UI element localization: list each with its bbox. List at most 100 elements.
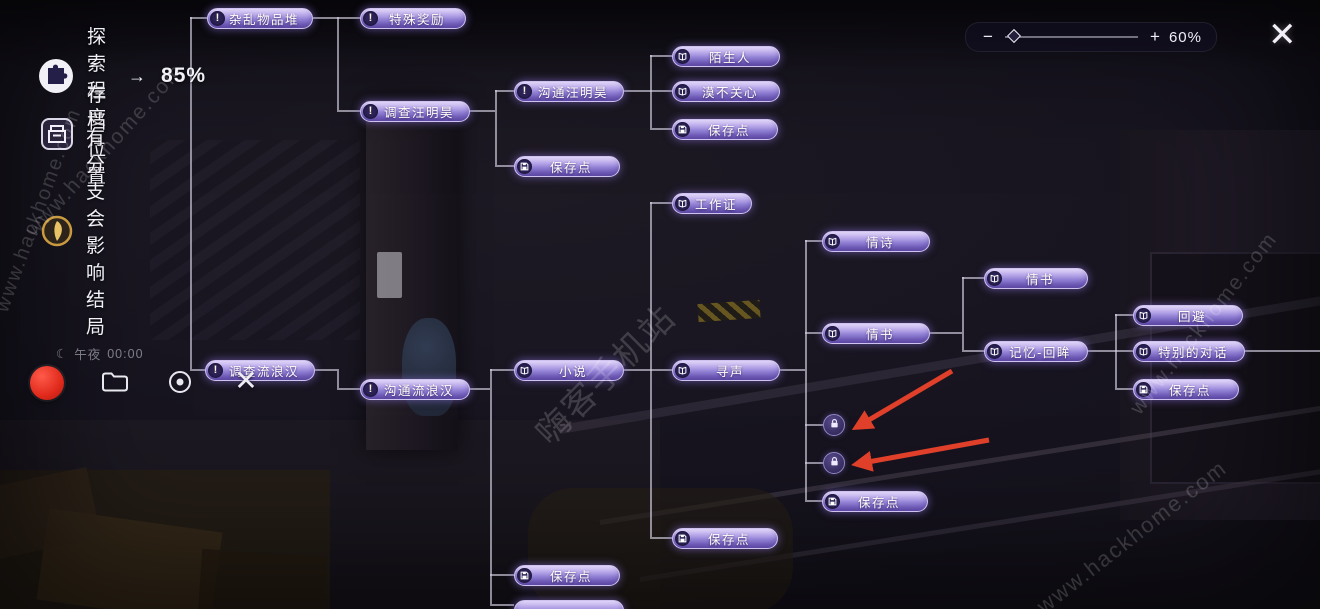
tree-node-label: 小说 — [558, 365, 587, 379]
tree-connector — [490, 369, 492, 605]
tree-connector — [650, 202, 672, 204]
tree-node[interactable]: 保存点 — [822, 491, 928, 512]
tree-node-label: 特别的对话 — [1157, 346, 1228, 360]
dialogue-icon — [675, 84, 690, 99]
tree-connector — [650, 128, 672, 130]
record-button[interactable] — [30, 366, 64, 400]
tree-node[interactable]: 漠不关心 — [672, 81, 780, 102]
tree-node-label: 特殊奖励 — [388, 13, 445, 27]
tree-connector — [495, 90, 514, 92]
dialogue-icon — [987, 271, 1002, 286]
tree-connector — [805, 462, 823, 464]
stop-recording-button[interactable]: ✕ — [234, 365, 258, 396]
lock-node[interactable] — [823, 414, 845, 436]
tree-connector — [1088, 350, 1115, 352]
tree-node[interactable]: !调查汪明昊 — [360, 101, 470, 122]
tree-connector — [190, 17, 207, 19]
save-icon — [1136, 382, 1151, 397]
lock-icon — [829, 454, 840, 472]
tree-node[interactable]: 保存点 — [514, 565, 620, 586]
bg-pillar-sign — [377, 252, 402, 298]
tree-node-label: 情书 — [865, 328, 894, 342]
tree-node[interactable]: 保存点 — [672, 119, 778, 140]
tree-connector — [1115, 388, 1133, 390]
tree-node[interactable]: 保存点 — [1133, 379, 1239, 400]
tree-node[interactable]: 记忆-回眸 — [984, 341, 1088, 362]
tree-connector — [930, 332, 962, 334]
tree-node-label: 保存点 — [1168, 384, 1211, 398]
puzzle-icon — [38, 58, 74, 94]
zoom-slider-handle[interactable] — [1006, 28, 1022, 44]
tree-connector — [805, 332, 822, 334]
branch-ending-icon — [41, 215, 73, 247]
exploration-value: 85% — [161, 64, 207, 87]
save-location-label: 存档位置 — [87, 85, 110, 187]
tree-node[interactable]: 小说 — [514, 360, 624, 381]
save-icon — [825, 494, 840, 509]
tree-node[interactable]: !沟通流浪汉 — [360, 379, 470, 400]
tree-node[interactable]: !特殊奖励 — [360, 8, 466, 29]
exclamation-icon: ! — [210, 11, 225, 26]
tree-connector — [470, 110, 495, 112]
tree-connector — [313, 17, 360, 19]
folder-button[interactable] — [100, 369, 130, 395]
lock-node[interactable] — [823, 452, 845, 474]
zoom-in-button[interactable]: + — [1150, 27, 1160, 46]
tree-node-label: 杂乱物品堆 — [228, 13, 299, 27]
tree-connector — [495, 90, 497, 166]
tree-node[interactable]: 保存点 — [514, 156, 620, 177]
tree-connector — [650, 369, 672, 371]
tree-node[interactable]: !杂乱物品堆 — [207, 8, 313, 29]
dialogue-icon — [825, 326, 840, 341]
tree-node-label: 沟通汪明昊 — [537, 86, 608, 100]
tree-connector — [1245, 350, 1320, 352]
tree-node[interactable]: !调查流浪汉 — [205, 360, 315, 381]
zoom-control: − + 60% — [965, 22, 1217, 52]
tree-node[interactable]: ! 沟通汪明昊 — [514, 81, 624, 102]
moon-icon: ☾ — [56, 347, 69, 361]
exclamation-icon: ! — [517, 84, 532, 99]
tree-node[interactable]: 回避 — [1133, 305, 1243, 326]
tree-node[interactable]: 情书 — [984, 268, 1088, 289]
exclamation-icon: ! — [363, 104, 378, 119]
settings-button[interactable] — [167, 369, 193, 395]
zoom-slider-track[interactable] — [1004, 28, 1139, 44]
tree-node[interactable]: 情诗 — [822, 231, 930, 252]
tree-connector — [337, 388, 360, 390]
tree-node[interactable]: 陌生人 — [672, 46, 780, 67]
time-indicator: ☾ 午夜 00:00 — [56, 344, 144, 363]
tree-node-label: 情书 — [1025, 273, 1054, 287]
tree-connector — [490, 369, 514, 371]
tree-node[interactable]: 保存点 — [672, 528, 778, 549]
tree-node[interactable]: 情书 — [822, 323, 930, 344]
tree-connector — [650, 55, 652, 129]
tree-connector — [805, 500, 822, 502]
tree-node-label: 保存点 — [549, 161, 592, 175]
tree-node[interactable]: 特别的对话 — [1133, 341, 1245, 362]
tree-connector — [337, 369, 339, 389]
close-button[interactable]: ✕ — [1268, 16, 1297, 54]
tree-node[interactable] — [514, 600, 624, 609]
save-location-row: 存档位置 — [40, 80, 109, 188]
tree-node-label: 保存点 — [707, 124, 750, 138]
tree-connector — [490, 574, 514, 576]
time-value: 00:00 — [107, 346, 144, 361]
zoom-out-button[interactable]: − — [983, 27, 993, 46]
tree-connector — [315, 369, 337, 371]
tree-connector — [805, 240, 807, 501]
tree-node-label: 回避 — [1177, 310, 1206, 324]
tree-node-label: 沟通流浪汉 — [383, 384, 454, 398]
tree-node-label: 工作证 — [694, 198, 737, 212]
tree-connector — [495, 165, 514, 167]
dialogue-icon — [675, 49, 690, 64]
save-icon — [517, 159, 532, 174]
arrow-icon: → — [128, 65, 147, 86]
tree-connector — [650, 55, 672, 57]
dialogue-icon — [675, 363, 690, 378]
tree-node[interactable]: 工作证 — [672, 193, 752, 214]
tree-connector — [650, 537, 672, 539]
tree-node[interactable]: 寻声 — [672, 360, 780, 381]
archive-box-icon — [40, 117, 74, 151]
